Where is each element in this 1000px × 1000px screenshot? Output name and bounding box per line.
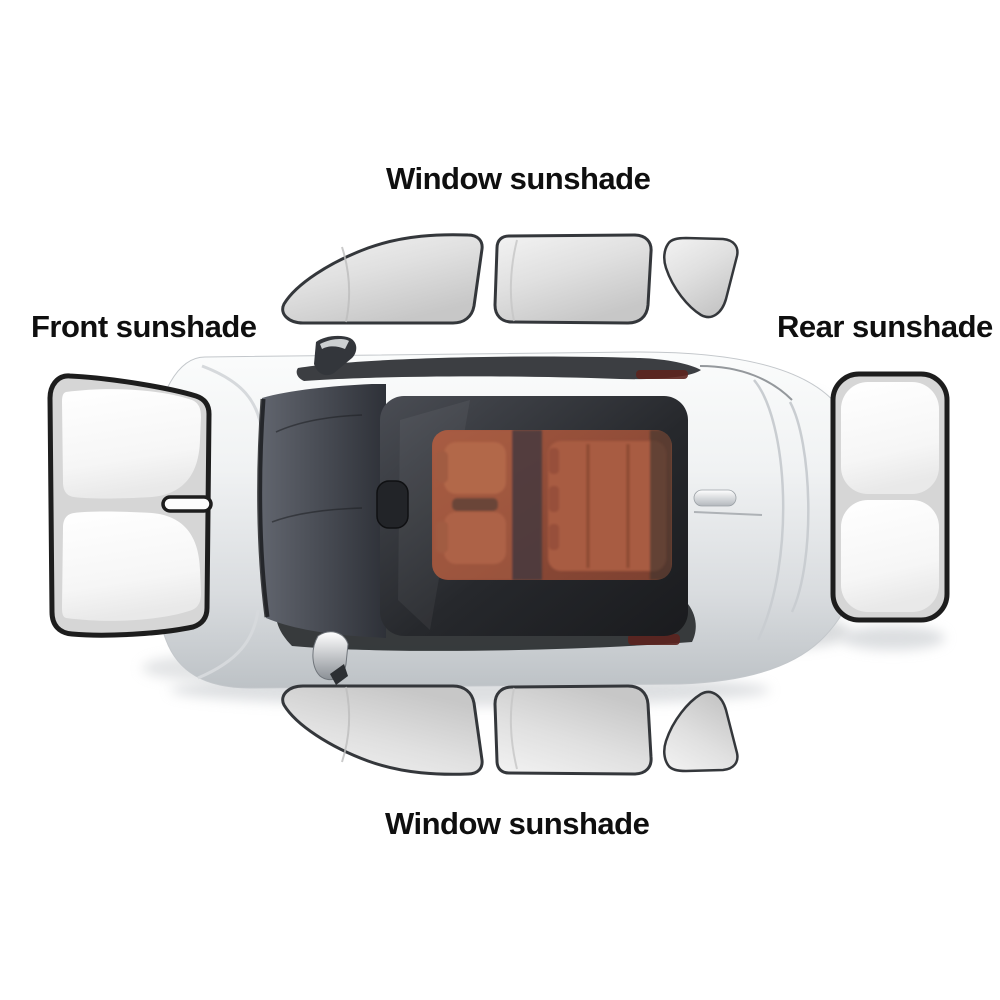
label-rear-sunshade: Rear sunshade bbox=[777, 309, 993, 344]
rear-door-window-sunshade bbox=[493, 233, 653, 325]
car-top-view bbox=[147, 335, 867, 700]
pillar-shadow bbox=[512, 430, 542, 580]
door-handle-shadow-line bbox=[693, 511, 763, 516]
front-seat-passenger bbox=[444, 512, 506, 564]
front-door-shade-crease bbox=[341, 246, 351, 323]
side-window-sunshades-top bbox=[281, 233, 739, 325]
rear-sunshade-upper-lobe bbox=[841, 382, 939, 494]
label-front-sunshade: Front sunshade bbox=[31, 309, 257, 344]
center-console bbox=[452, 498, 498, 511]
a-pillar-lines bbox=[257, 398, 270, 618]
rear-sunshade-lower-lobe bbox=[841, 500, 939, 612]
taillight-bottom bbox=[628, 634, 680, 645]
door-handle bbox=[693, 489, 737, 507]
quarter-window-sunshade bbox=[663, 690, 739, 773]
windshield-sunshade-handle-slot bbox=[161, 495, 213, 513]
rear-spoiler-line bbox=[699, 365, 793, 401]
roof-pod bbox=[376, 480, 409, 529]
front-door-window-sunshade bbox=[281, 233, 484, 325]
side-mirror-bottom-blade bbox=[330, 664, 348, 685]
tailgate-lines bbox=[753, 379, 810, 641]
front-windshield-sunshade bbox=[47, 373, 213, 638]
roofline-top-band bbox=[296, 356, 701, 381]
rear-bench-seat bbox=[548, 441, 666, 571]
rear-door-shade-crease bbox=[509, 687, 518, 770]
front-seat-driver bbox=[444, 442, 506, 494]
rear-door-shade-crease bbox=[509, 239, 518, 322]
taillight-top bbox=[636, 370, 688, 379]
windshield-sunshade-upper-lobe bbox=[62, 389, 201, 499]
rear-window-sunshade bbox=[830, 371, 950, 623]
windshield-sunshade-lower-lobe bbox=[62, 511, 201, 621]
front-door-window-sunshade bbox=[281, 684, 484, 776]
rear-door-window-sunshade bbox=[493, 684, 653, 776]
wiper-arms bbox=[271, 414, 363, 523]
front-door-shade-crease bbox=[341, 686, 351, 763]
side-window-sunshades-bottom bbox=[281, 684, 739, 776]
headrest-driver bbox=[436, 451, 448, 483]
headrest-passenger bbox=[436, 521, 448, 553]
label-window-sunshade-top: Window sunshade bbox=[386, 161, 651, 196]
label-window-sunshade-bottom: Window sunshade bbox=[385, 806, 650, 841]
side-mirror-top-highlight bbox=[320, 339, 349, 349]
quarter-window-sunshade bbox=[663, 236, 739, 319]
interior-seats bbox=[432, 430, 672, 580]
